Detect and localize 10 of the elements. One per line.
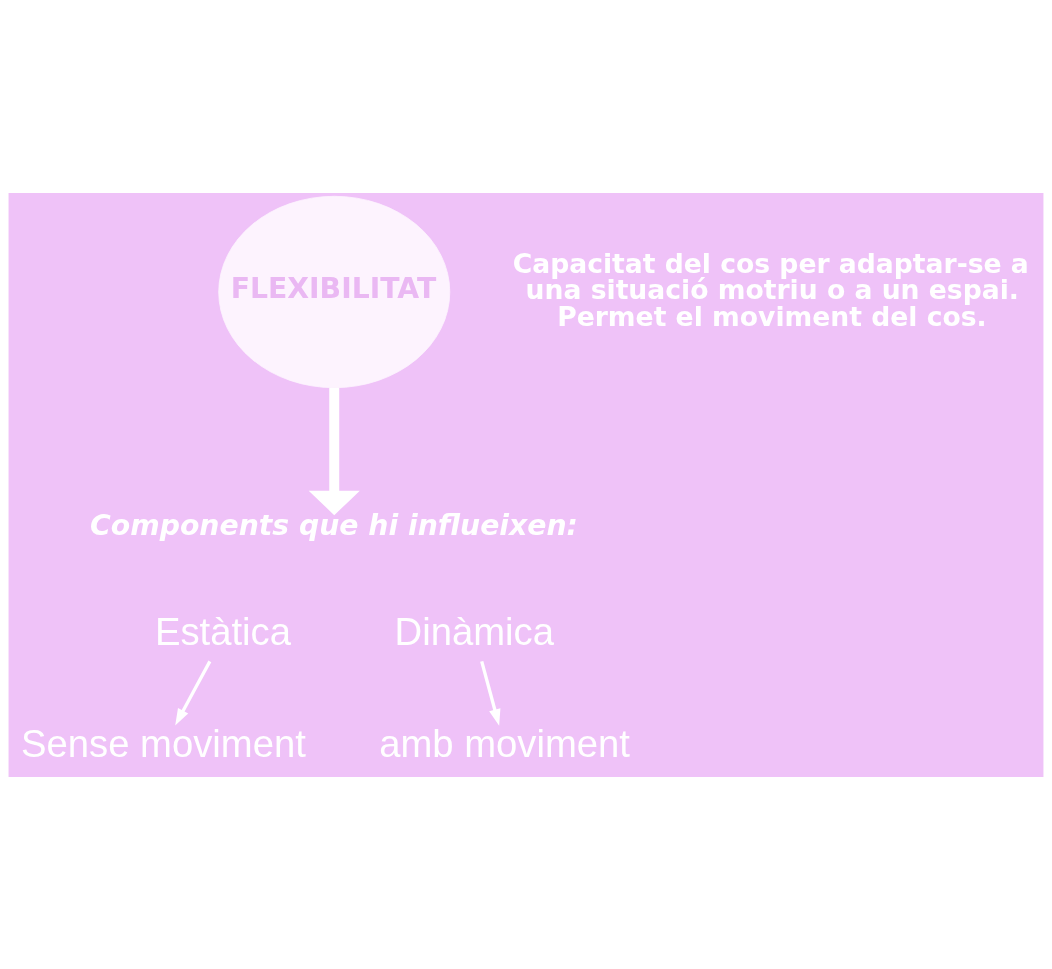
node-text: Dinàmica	[394, 609, 554, 653]
node-ellipse: FLEXIBILITAT	[218, 195, 451, 388]
node-text: Components que hi influeixen:	[90, 508, 578, 542]
node-text: amb moviment	[379, 721, 631, 765]
node-text: Estàtica	[154, 609, 292, 653]
label: Capacitat del cos per adaptar-se a una situació motriu o a un espai. Permet el moviment del cos.	[512, 247, 1029, 332]
arrow	[480, 660, 501, 726]
arrow	[175, 660, 212, 725]
node-text: Sense moviment	[21, 721, 306, 765]
arrow	[308, 387, 360, 515]
